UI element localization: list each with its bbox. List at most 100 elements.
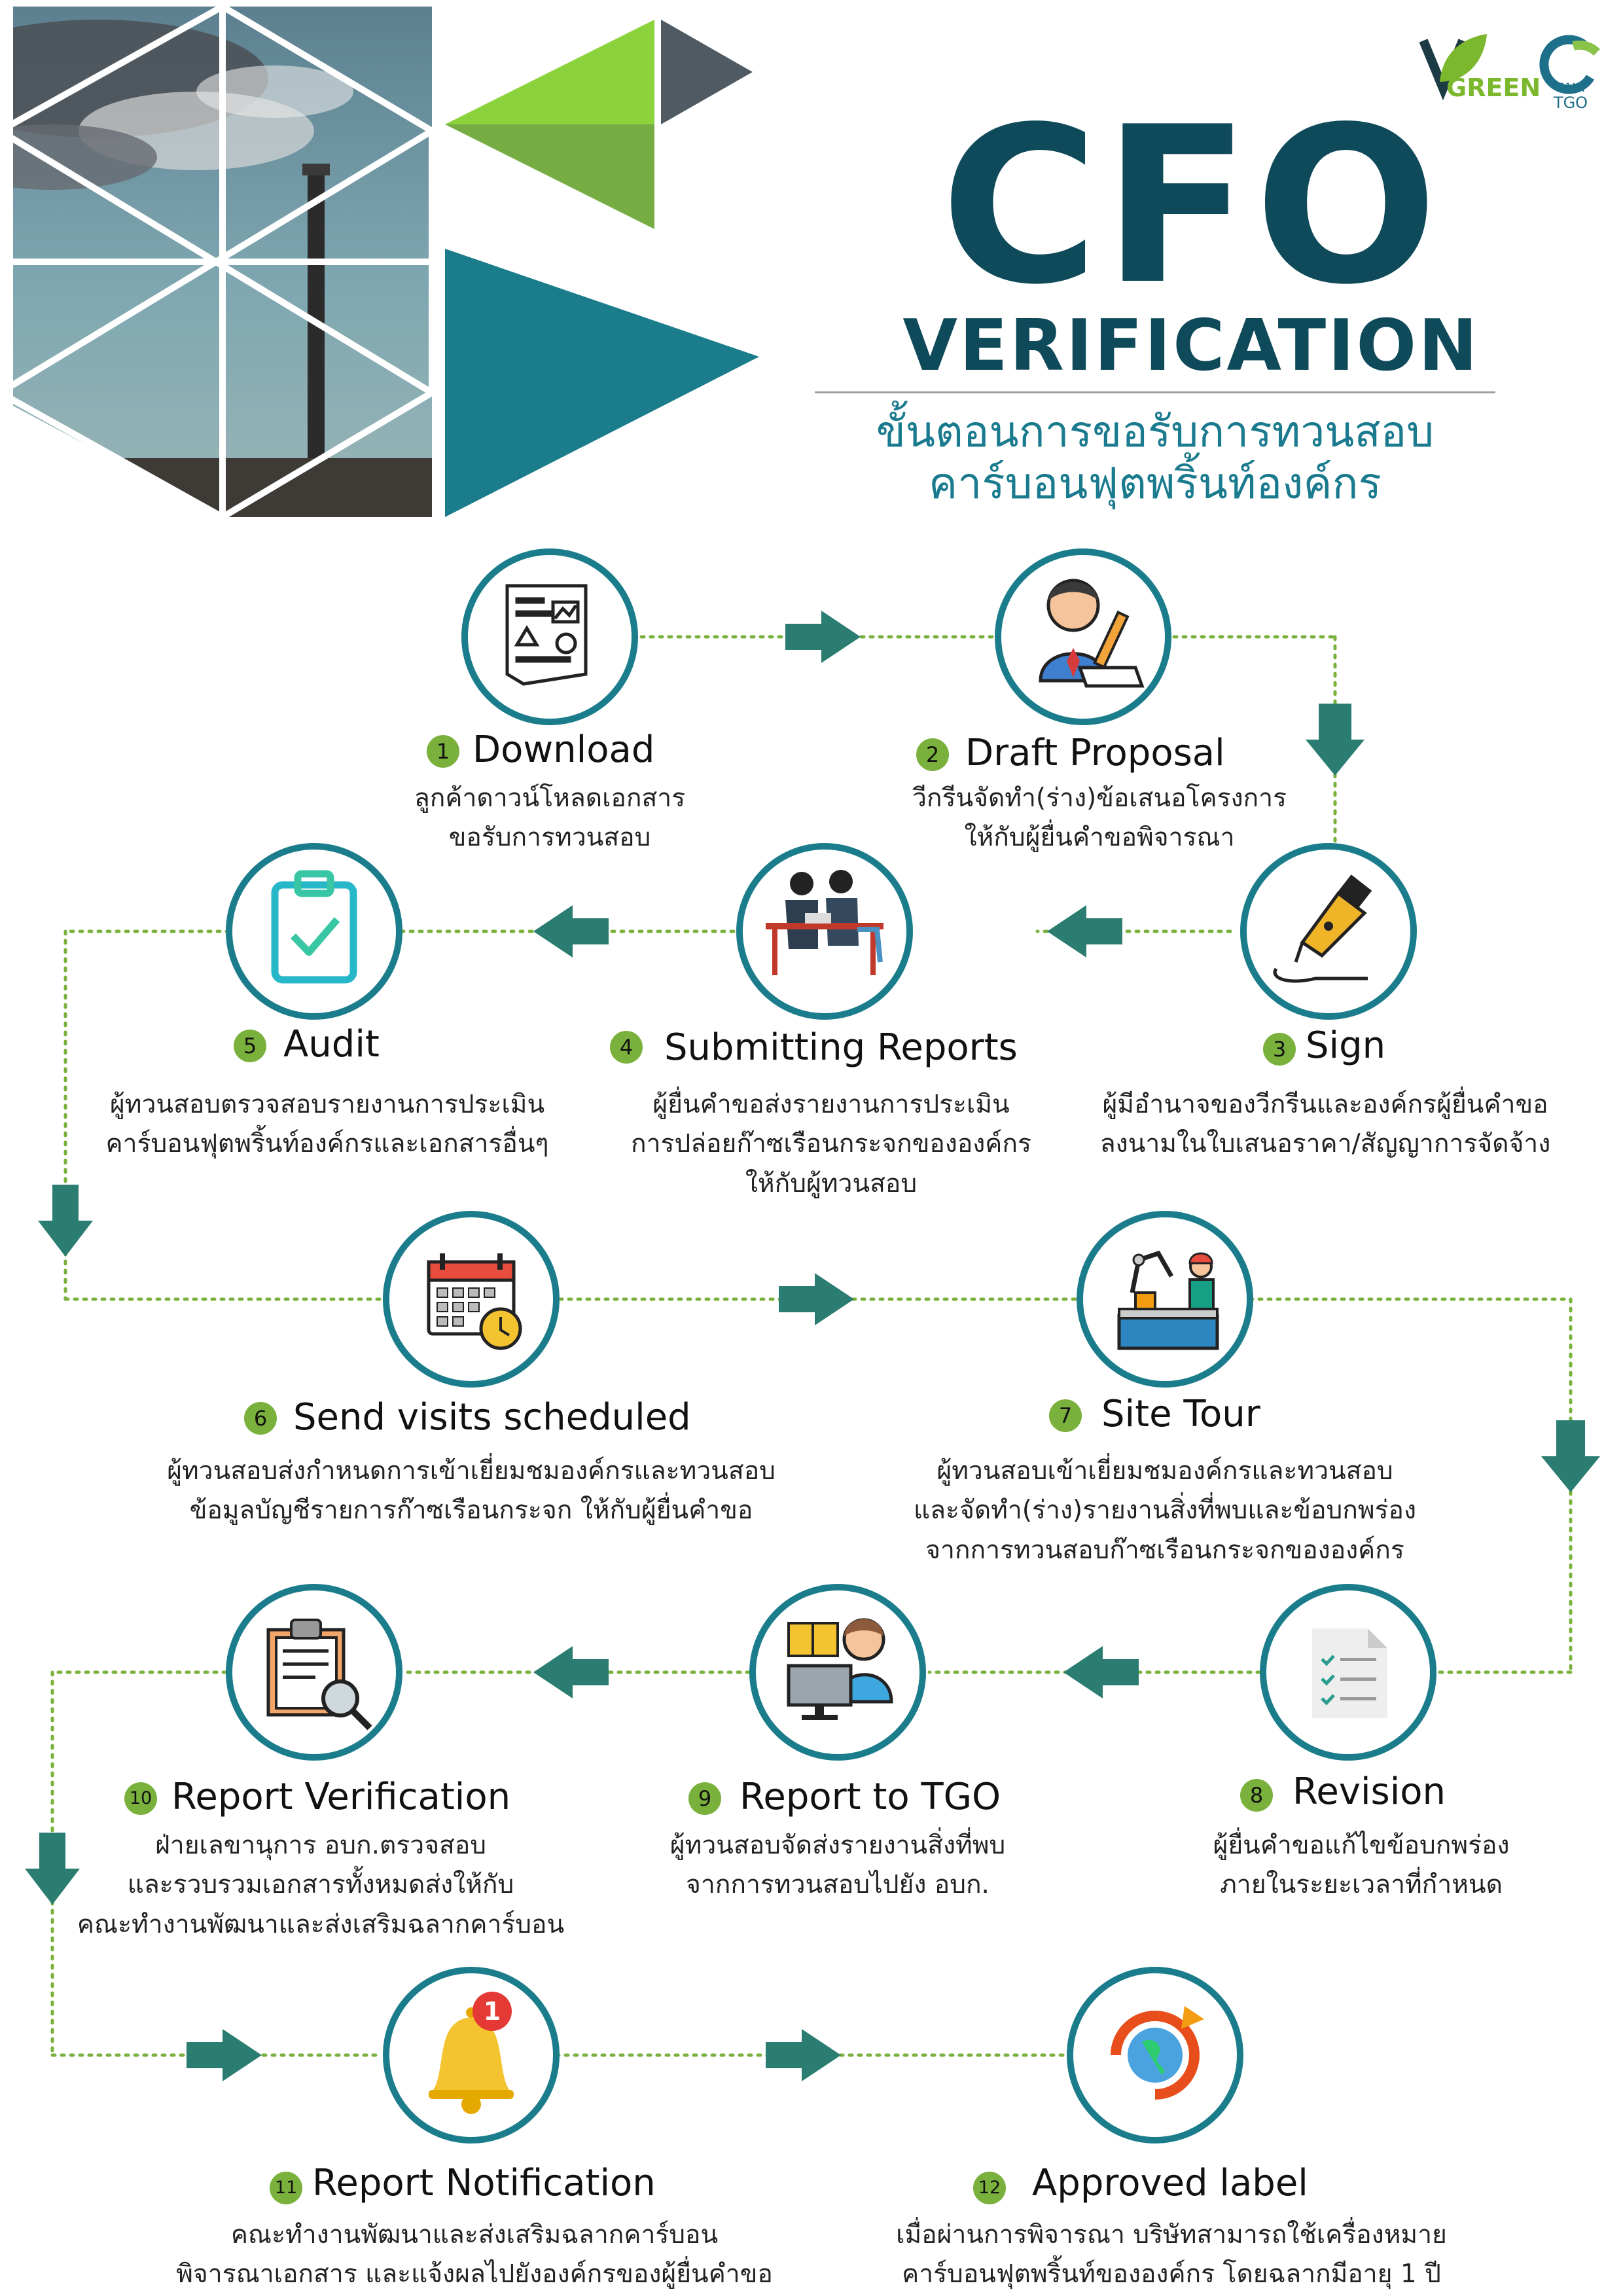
- step-desc-send-visits-scheduled: ผู้ทวนสอบส่งกำหนดการเข้าเยี่ยมชมองค์กรแล…: [111, 1452, 831, 1531]
- step-title-site-tour: Site Tour: [1101, 1393, 1260, 1435]
- arrow-left-icon: [533, 1646, 609, 1698]
- person-computer-icon: [787, 1618, 893, 1720]
- step-title-revision: Revision: [1293, 1770, 1446, 1813]
- desc-line: ฝ่ายเลขานุการ อบก.ตรวจสอบ: [154, 1831, 487, 1860]
- page-title: CFO: [940, 81, 1442, 332]
- header-triangle-lime: [445, 20, 654, 124]
- desc-line: และรวบรวมเอกสารทั้งหมดส่งให้กับ: [127, 1870, 514, 1900]
- step-title-report-notification: Report Notification: [312, 2162, 656, 2204]
- desc-line: จากการทวนสอบก๊าซเรือนกระจกขององค์กร: [925, 1535, 1404, 1565]
- step-title-send-visits-scheduled: Send visits scheduled: [293, 1396, 691, 1439]
- clipboard-check-icon: [271, 870, 357, 984]
- step-number-8: 8: [1240, 1779, 1273, 1812]
- pen-sign-icon: [1273, 874, 1372, 983]
- arrow-right-icon: [187, 2029, 262, 2081]
- notification-badge: [473, 1992, 512, 2031]
- notification-badge-count: 1: [483, 1997, 501, 2026]
- desc-line: ผู้ยื่นคำขอแก้ไขข้อบกพร่อง: [1213, 1831, 1510, 1860]
- step-number-4: 4: [610, 1031, 643, 1064]
- desc-line: ผู้ทวนสอบส่งกำหนดการเข้าเยี่ยมชมองค์กรแล…: [167, 1456, 776, 1486]
- step-number-11: 11: [270, 2172, 302, 2204]
- header-triangle-green: [445, 124, 654, 229]
- desc-line: คณะทำงานพัฒนาและส่งเสริมฉลากคาร์บอน: [230, 2220, 719, 2250]
- step-11-circle: [383, 1967, 560, 2144]
- green-logo-text: GREEN: [1446, 73, 1541, 102]
- desc-line: ผู้ทวนสอบเข้าเยี่ยมชมองค์กรและทวนสอบ: [936, 1456, 1393, 1486]
- thai-subtitle: ขั้นตอนการขอรับการทวนสอบ คาร์บอนฟุตพริ้น…: [815, 406, 1495, 509]
- calendar-clock-icon: [427, 1253, 522, 1350]
- desc-line: ลงนามในใบเสนอราคา/สัญญาการจัดจ้าง: [1099, 1129, 1551, 1159]
- step-number-1: 1: [427, 735, 459, 768]
- step-desc-site-tour: ผู้ทวนสอบเข้าเยี่ยมชมองค์กรและทวนสอบ และ…: [870, 1452, 1459, 1570]
- desc-line: คาร์บอนฟุตพริ้นท์ขององค์กร โดยฉลากมีอายุ…: [902, 2259, 1441, 2289]
- desc-line: วีกรีนจัดทำ(ร่าง)ข้อเสนอโครงการ: [912, 783, 1287, 813]
- step-desc-report-verification: ฝ่ายเลขานุการ อบก.ตรวจสอบ และรวบรวมเอกสา…: [46, 1826, 596, 1945]
- arrow-left-icon: [1047, 905, 1122, 958]
- step-10-circle: [226, 1584, 402, 1761]
- header-triangle-teal: [445, 249, 759, 517]
- arrow-down-icon: [1306, 704, 1364, 776]
- step-desc-sign: ผู้มีอำนาจของวีกรีนและองค์กรผู้ยื่นคำขอ …: [1063, 1085, 1587, 1164]
- desc-line: ให้กับผู้ทวนสอบ: [745, 1168, 918, 1198]
- desc-line: และจัดทำ(ร่าง)รายงานสิ่งที่พบและข้อบกพร่…: [914, 1496, 1416, 1526]
- desc-line: การปล่อยก๊าซเรือนกระจกขององค์กร: [631, 1129, 1031, 1159]
- desc-line: ผู้ทวนสอบตรวจสอบรายงานการประเมิน: [109, 1090, 545, 1119]
- desc-line: ผู้ยื่นคำขอส่งรายงานการประเมิน: [652, 1090, 1010, 1119]
- step-7-circle: [1077, 1211, 1253, 1388]
- co2-label-icon: [1111, 2006, 1204, 2100]
- arrow-down-icon: [38, 1185, 93, 1257]
- step-12-circle: [1067, 1967, 1243, 2144]
- desc-line: ผู้ทวนสอบจัดส่งรายงานสิ่งที่พบ: [669, 1831, 1006, 1860]
- step-8-circle: [1260, 1584, 1436, 1761]
- checklist-document-icon: [1312, 1628, 1387, 1718]
- step-6-circle: [383, 1211, 560, 1388]
- desc-line: ให้กับผู้ยื่นคำขอพิจารณา: [964, 823, 1235, 853]
- arrow-left-icon: [533, 905, 609, 958]
- step-title-audit: Audit: [283, 1023, 380, 1066]
- step-desc-download: ลูกค้าดาวน์โหลดเอกสาร ขอรับการทวนสอบ: [373, 779, 726, 858]
- step-number-2: 2: [916, 738, 949, 771]
- step-9-circle: [749, 1584, 926, 1761]
- step-title-sign: Sign: [1306, 1024, 1386, 1067]
- desc-line: คณะทำงานพัฒนาและส่งเสริมฉลากคาร์บอน: [77, 1909, 565, 1939]
- tgo-logo-text: อบก TGO: [1553, 77, 1588, 113]
- step-3-circle: [1240, 843, 1417, 1020]
- document-icon: [505, 584, 588, 686]
- desc-line: ผู้มีอำนาจของวีกรีนและองค์กรผู้ยื่นคำขอ: [1102, 1090, 1548, 1119]
- step-desc-report-to-tgo: ผู้ทวนสอบจัดส่งรายงานสิ่งที่พบ จากการทวน…: [609, 1826, 1067, 1905]
- desc-line: คาร์บอนฟุตพริ้นท์องค์กรและเอกสารอื่นๆ: [105, 1129, 549, 1159]
- step-number-6: 6: [244, 1402, 277, 1435]
- step-desc-approved-label: เมื่อผ่านการพิจารณา บริษัทสามารถใช้เครื่…: [851, 2215, 1492, 2295]
- desc-line: ขอรับการทวนสอบ: [448, 823, 651, 853]
- desc-line: จากการทวนสอบไปยัง อบก.: [686, 1870, 990, 1900]
- person-writing-icon: [1039, 579, 1145, 688]
- step-title-report-to-tgo: Report to TGO: [740, 1776, 1001, 1818]
- step-desc-revision: ผู้ยื่นคำขอแก้ไขข้อบกพร่อง ภายในระยะเวลา…: [1145, 1826, 1577, 1905]
- step-title-approved-label: Approved label: [1032, 2162, 1308, 2204]
- step-5-circle: [226, 843, 402, 1020]
- step-title-download: Download: [473, 728, 655, 771]
- arrow-down-icon: [1541, 1420, 1600, 1492]
- header-triangle-grey: [661, 20, 753, 124]
- step-desc-report-notification: คณะทำงานพัฒนาและส่งเสริมฉลากคาร์บอน พิจา…: [131, 2215, 818, 2295]
- step-1-circle: [461, 548, 638, 725]
- step-4-circle: [736, 843, 913, 1020]
- step-title-draft-proposal: Draft Proposal: [965, 732, 1225, 774]
- flow-arrows: [25, 611, 1600, 2081]
- step-desc-audit: ผู้ทวนสอบตรวจสอบรายงานการประเมิน คาร์บอน…: [72, 1085, 582, 1164]
- step-title-report-verification: Report Verification: [171, 1776, 511, 1818]
- step-number-3: 3: [1263, 1033, 1296, 1066]
- step-desc-submitting-reports: ผู้ยื่นคำขอส่งรายงานการประเมิน การปล่อยก…: [602, 1085, 1060, 1204]
- title-divider: [815, 391, 1495, 393]
- desc-line: เมื่อผ่านการพิจารณา บริษัทสามารถใช้เครื่…: [896, 2220, 1447, 2250]
- step-number-7: 7: [1049, 1399, 1082, 1432]
- clipboard-search-icon: [266, 1619, 372, 1731]
- step-2-circle: [995, 548, 1171, 725]
- thai-subtitle-line-1: ขั้นตอนการขอรับการทวนสอบ: [876, 406, 1435, 457]
- meeting-icon: [766, 870, 883, 975]
- desc-line: ลูกค้าดาวน์โหลดเอกสาร: [414, 783, 686, 813]
- step-number-9: 9: [688, 1782, 721, 1815]
- desc-line: พิจารณาเอกสาร และแจ้งผลไปยังองค์กรของผู้…: [176, 2259, 773, 2289]
- step-title-submitting-reports: Submitting Reports: [664, 1026, 1018, 1069]
